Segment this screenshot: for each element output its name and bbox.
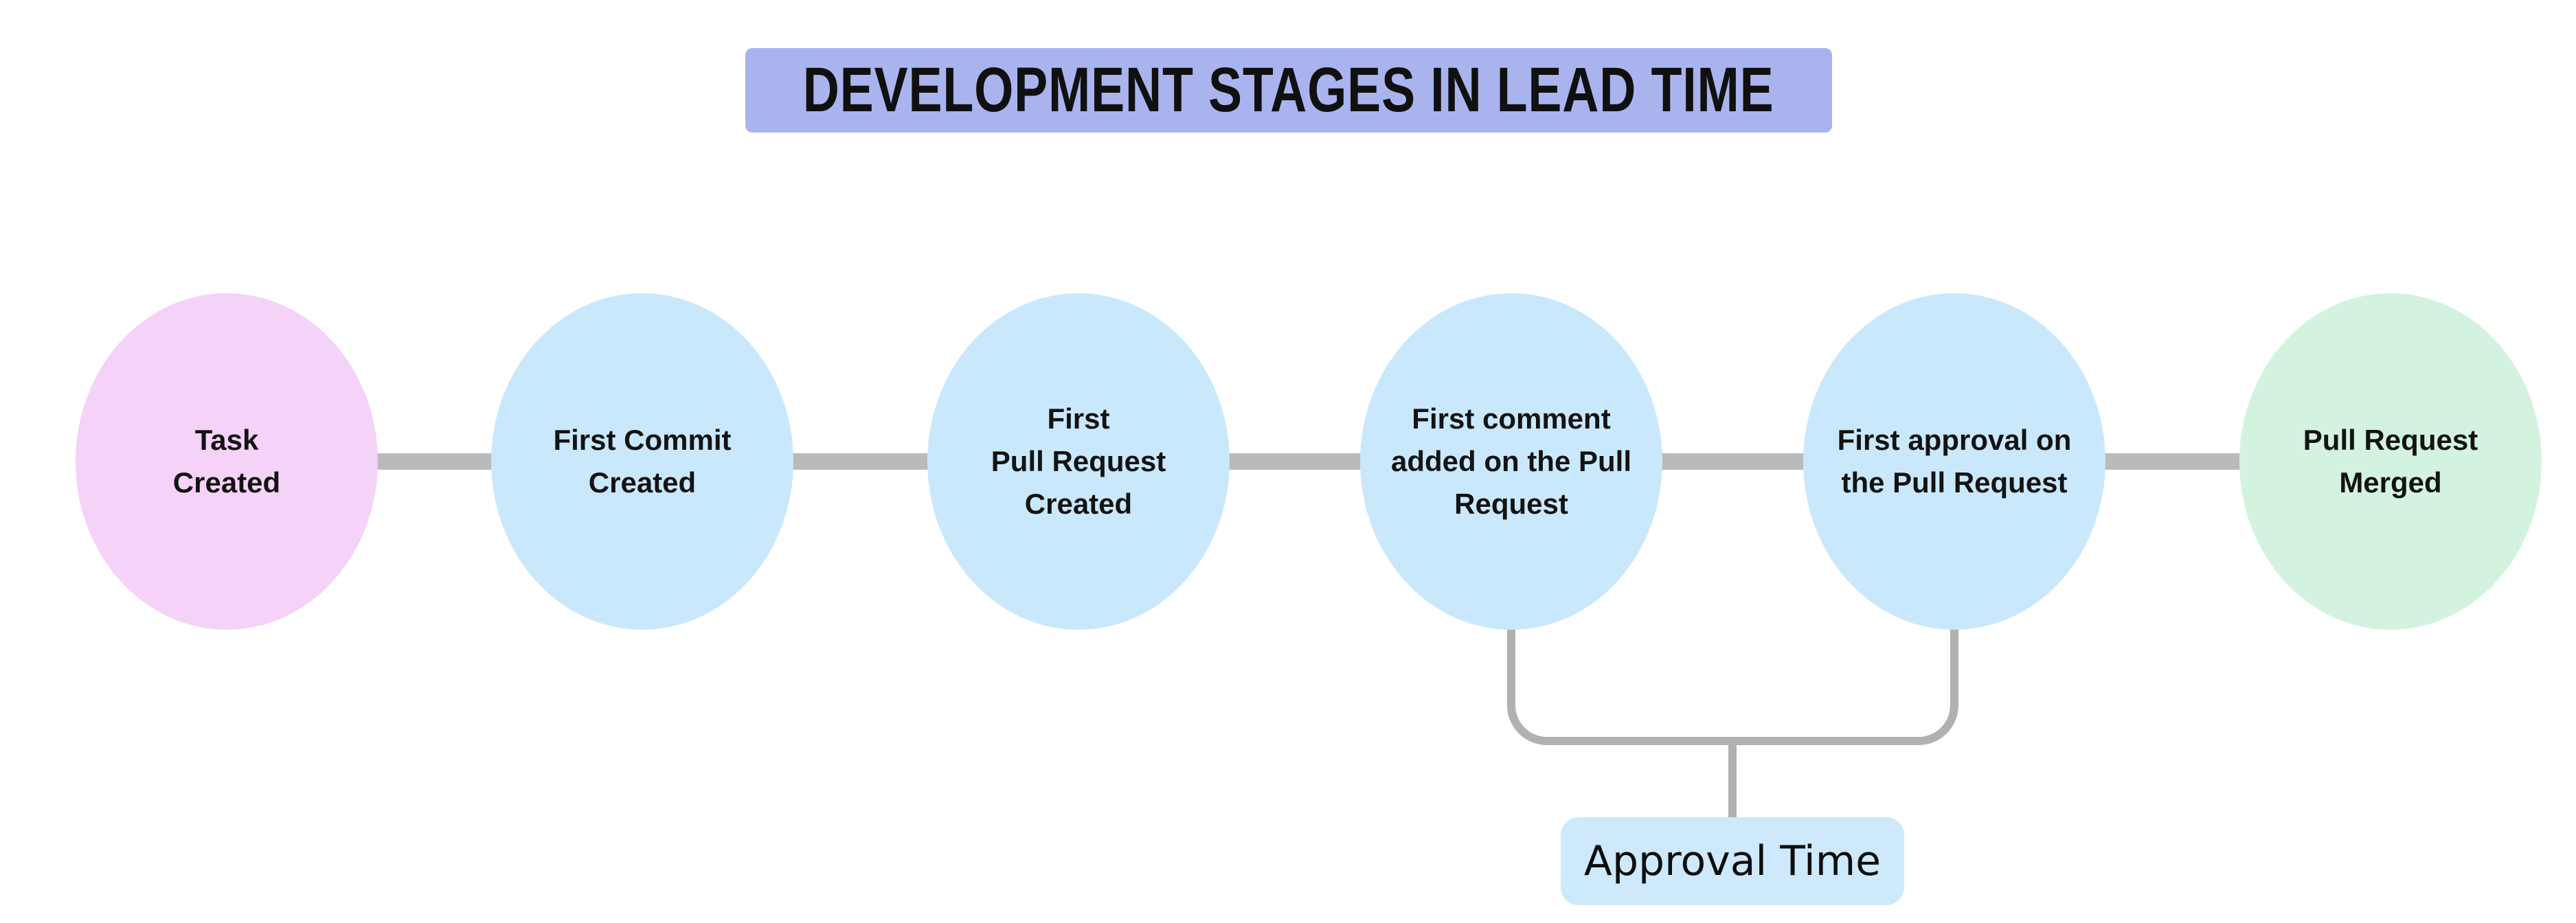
stage-label-pull-request-merged: Pull Request Merged	[2303, 423, 2478, 499]
approval-time-text: Approval Time	[1583, 837, 1882, 885]
title-banner: DEVELOPMENT STAGES IN LEAD TIME	[745, 48, 1832, 133]
stage-first-comment-added-on-pull-request: First comment added on the Pull Request	[1360, 293, 1662, 630]
approval-time-bracket	[1507, 628, 1958, 745]
stage-label-first-comment-added: First comment added on the Pull Request	[1390, 402, 1631, 521]
approval-time-bracket-stem	[1728, 745, 1737, 819]
stage-label-first-approval: First approval on the Pull Request	[1837, 423, 2072, 499]
stage-first-pull-request-created: First Pull Request Created	[927, 293, 1230, 630]
stage-task-created: Task Created	[76, 293, 378, 630]
stage-first-commit-created: First Commit Created	[491, 293, 793, 630]
stage-label-task-created: Task Created	[172, 423, 281, 499]
stage-label-first-pull-request-created: First Pull Request Created	[991, 402, 1166, 521]
approval-time-label: Approval Time	[1561, 817, 1904, 905]
stage-label-first-commit-created: First Commit Created	[553, 423, 732, 499]
stage-first-approval-on-pull-request: First approval on the Pull Request	[1803, 293, 2105, 630]
diagram-title: DEVELOPMENT STAGES IN LEAD TIME	[803, 55, 1774, 125]
stage-pull-request-merged: Pull Request Merged	[2239, 293, 2542, 630]
